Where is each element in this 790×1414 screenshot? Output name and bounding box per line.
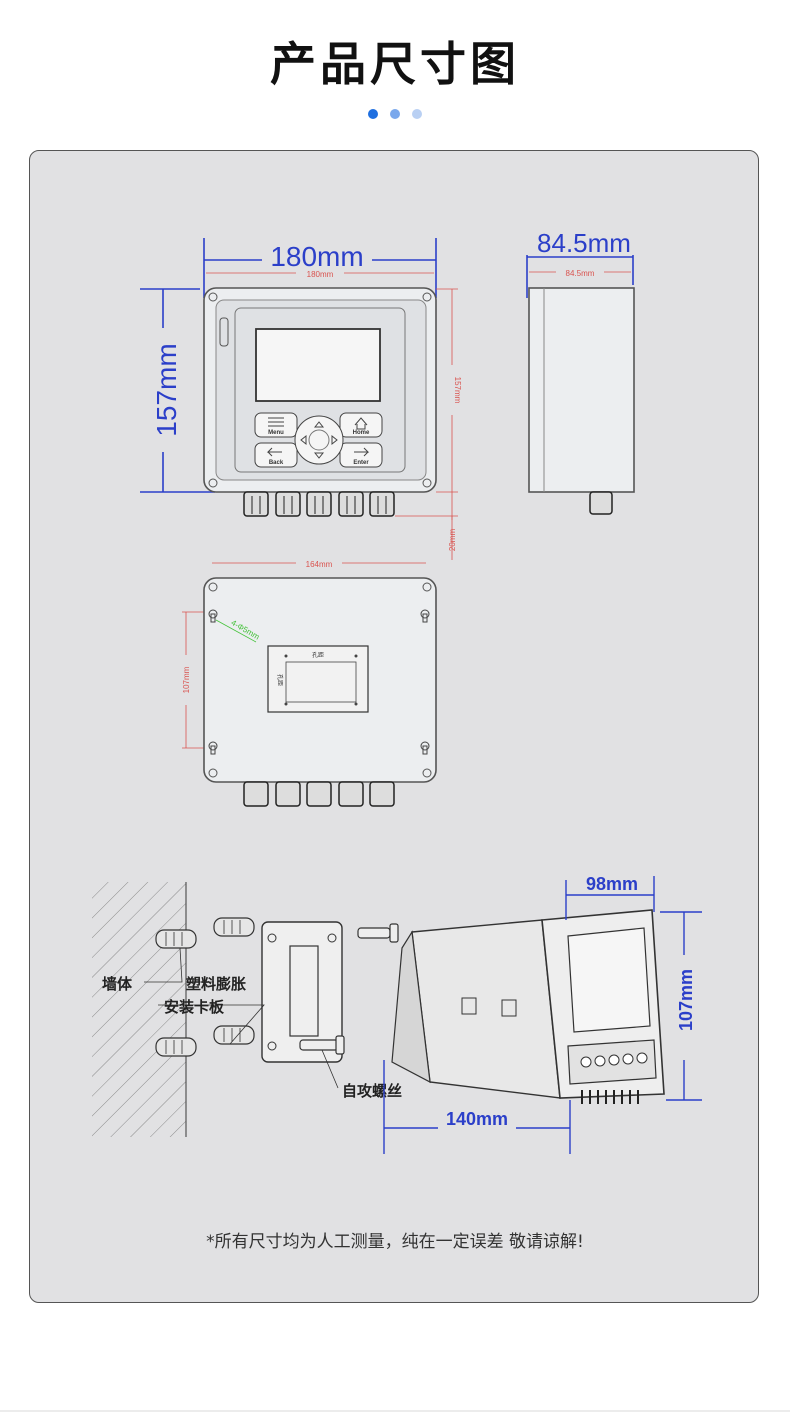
side-cable-gland [589, 491, 613, 515]
bracket-slot [289, 945, 319, 1037]
device-screen [567, 927, 651, 1033]
corner-screw-icon [422, 292, 432, 302]
install-height-label: 107mm [676, 969, 696, 1031]
home-icon [354, 417, 368, 430]
home-key-button [339, 412, 383, 438]
device-side-body [411, 919, 561, 1099]
back-key-label: Back [269, 460, 284, 466]
side-housing [528, 287, 635, 493]
side-depth-label: 84.5mm [537, 228, 631, 258]
back-plate-side-label: 孔距 [276, 674, 284, 686]
back-height-small-label: 107mm [182, 666, 191, 693]
wall-hatch [92, 882, 186, 1137]
cable-glands-back [243, 781, 395, 807]
device-keys [580, 1052, 648, 1068]
corner-screw-icon [422, 478, 432, 488]
page-title: 产品尺寸图 [270, 37, 520, 91]
front-width-label: 180mm [270, 241, 363, 272]
front-height-dimension [140, 288, 215, 493]
back-width-small-label: 164mm [306, 560, 333, 569]
logo-badge-icon [219, 317, 229, 347]
install-length-label: 140mm [446, 1109, 508, 1129]
device-back-shell [391, 930, 431, 1084]
direction-pad [294, 415, 344, 465]
back-plate-window [285, 661, 357, 703]
install-leader-lines [144, 947, 339, 1089]
self-tapping-screws [299, 923, 399, 1055]
wall-label: 墙体 [102, 975, 133, 993]
anchor-label: 塑料膨胀 [186, 975, 246, 993]
back-mounting-plate [267, 645, 369, 713]
indicator-dot-3 [412, 109, 422, 119]
corner-screw-icon [208, 478, 218, 488]
corner-screw-icon [208, 292, 218, 302]
front-height-small-dimension [395, 288, 458, 560]
enter-arrow-icon [354, 447, 370, 457]
measurement-footnote: *所有尺寸均为人工测量，纯在一定误差 敬请谅解! [206, 1232, 584, 1252]
back-plate-top-label: 孔距 [312, 651, 324, 659]
front-view: 180mm 180mm 157mm 157mm 20mm [140, 238, 462, 560]
corner-screw-icon [422, 768, 432, 778]
front-width-dimension [203, 238, 437, 298]
menu-icon [268, 417, 284, 427]
back-plate-holes [284, 654, 358, 706]
front-height-small-label: 157mm [453, 377, 462, 404]
cable-glands-front [243, 491, 395, 517]
back-arrow-icon [266, 447, 282, 457]
enter-key-label: Enter [353, 460, 369, 466]
bottom-divider [0, 1410, 790, 1412]
side-depth-dimension [526, 255, 634, 298]
front-width-small-label: 180mm [307, 270, 334, 279]
menu-key-label: Menu [268, 430, 284, 436]
corner-screw-icon [208, 582, 218, 592]
installation-view: 墙体 塑料膨胀 安装卡板 自攻螺丝 [92, 874, 702, 1154]
device-bottom-glands [581, 1090, 639, 1104]
gland-grooves [251, 496, 387, 514]
side-view: 84.5mm 84.5mm [526, 228, 635, 515]
keyhole-mounting-icons [208, 609, 430, 755]
indicator-dot-1 [368, 109, 378, 119]
device-side-latches [461, 997, 517, 1017]
back-key-button [254, 442, 298, 468]
hole-leader-line [215, 619, 257, 643]
indicator-dot-2 [390, 109, 400, 119]
corner-screw-icon [422, 582, 432, 592]
side-depth-small-label: 84.5mm [566, 269, 595, 278]
direction-pad-center [308, 429, 330, 451]
front-faceplate [234, 307, 406, 473]
mounting-bracket [261, 921, 343, 1063]
corner-screw-icon [208, 768, 218, 778]
home-key-label: Home [353, 430, 370, 436]
anchor-ribs [165, 920, 241, 1054]
lcd-screen [255, 328, 381, 402]
enter-key-button [339, 442, 383, 468]
screw-label: 自攻螺丝 [342, 1082, 402, 1100]
install-width-label: 98mm [586, 874, 638, 894]
direction-arrows-icon [300, 421, 338, 459]
bracket-label: 安装卡板 [164, 998, 225, 1016]
back-view: 164mm 107mm 4-Φ5mm 孔距 孔距 [182, 560, 437, 807]
front-height-label: 157mm [151, 343, 182, 436]
menu-key-button [254, 412, 298, 438]
install-dimension-lines [383, 876, 702, 1154]
front-bottom-small-label: 20mm [448, 529, 457, 552]
